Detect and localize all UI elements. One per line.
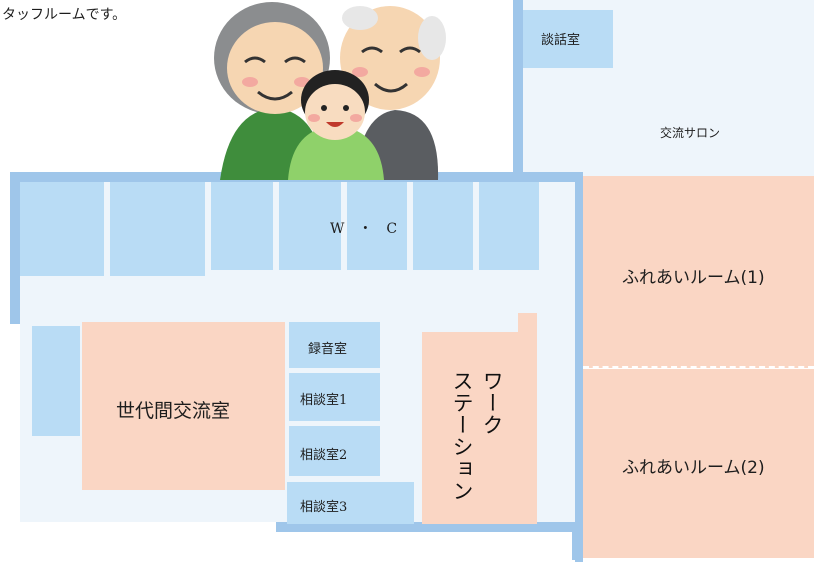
sodan-3-label: 相談室3 [300, 500, 348, 515]
sodan-1-label: 相談室1 [300, 393, 348, 408]
fureai-divider [583, 366, 814, 368]
grandpa-hair-left [342, 6, 378, 30]
work-station-label-2: ステーション [450, 370, 474, 502]
grandpa-face [340, 6, 440, 110]
sedaikan-label: 世代間交流室 [116, 400, 231, 422]
child-face [305, 84, 365, 140]
room-sodan-1 [289, 373, 380, 421]
grandma-face [227, 22, 323, 114]
wc-room-4 [279, 182, 341, 270]
upper-wall-vertical [513, 0, 523, 178]
room-fureai-2 [583, 369, 814, 558]
fureai-2-label: ふれあいルーム(2) [622, 458, 765, 478]
wc-room-7 [479, 182, 539, 270]
work-station-label-1: ワーク [480, 370, 504, 436]
danwashitsu-label: 談話室 [541, 33, 581, 48]
fureai-wall-left [575, 176, 583, 562]
intro-text: タッフルームです。 [2, 7, 127, 23]
rokuonshitsu-label: 録音室 [308, 342, 348, 357]
left-small-room [32, 326, 80, 436]
child-body [288, 126, 384, 180]
family-illustration [214, 2, 446, 180]
wc-room-5 [347, 182, 407, 270]
fureai-1-label: ふれあいルーム(1) [622, 268, 765, 288]
room-danwashitsu [523, 10, 613, 68]
wc-room-6 [413, 182, 473, 270]
work-station-notch [518, 313, 537, 335]
wc-room-1 [20, 182, 104, 276]
room-sedaikan [82, 322, 285, 490]
room-sodan-3 [287, 482, 414, 524]
bottom-wall-5 [276, 522, 578, 532]
room-fureai-1 [583, 176, 814, 368]
wc-room-2 [110, 182, 205, 276]
grandpa-hair-right [418, 16, 446, 60]
room-rokuonshitsu [289, 322, 380, 368]
left-wall-upper [10, 172, 20, 324]
wc-label: W ・ C [330, 221, 398, 237]
wc-room-3 [211, 182, 273, 270]
koryu-salon-label: 交流サロン [660, 126, 721, 140]
sodan-2-label: 相談室2 [300, 448, 348, 463]
room-work-station [422, 332, 537, 524]
room-sodan-2 [289, 426, 380, 476]
